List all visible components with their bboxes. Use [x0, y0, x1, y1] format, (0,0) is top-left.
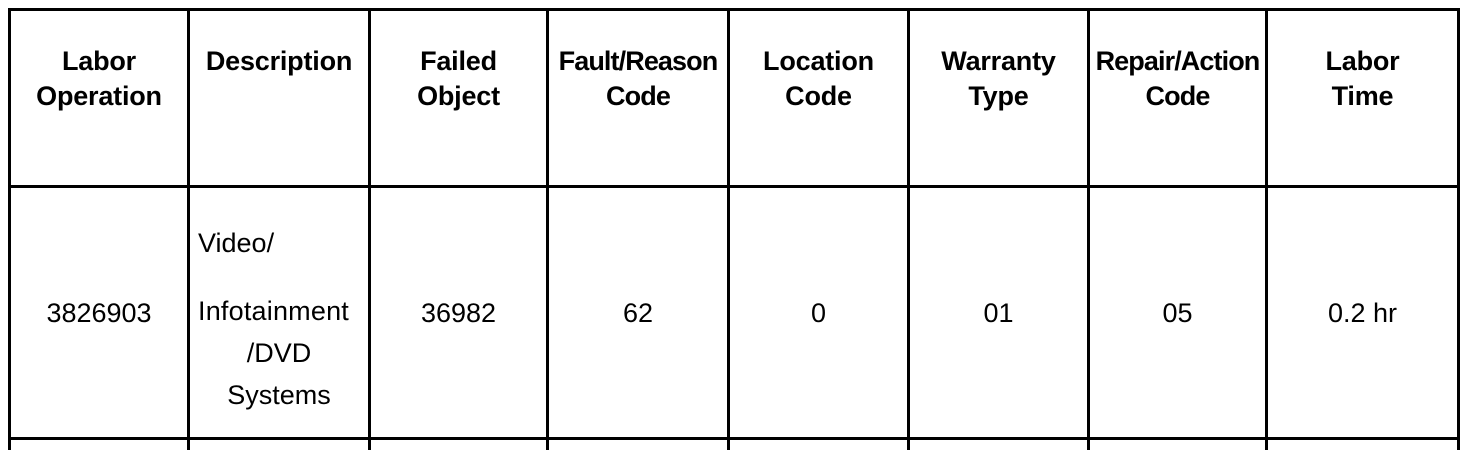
- cell-partial-1: [8, 437, 190, 450]
- column-header-labor-time: Labor Time: [1265, 8, 1460, 188]
- column-header-failed-object-label: Failed Object: [417, 46, 500, 111]
- column-header-warranty-type-label: Warranty Type: [941, 46, 1056, 111]
- cell-labor-time: 0.2 hr: [1265, 185, 1460, 440]
- cell-failed-object: 36982: [368, 185, 549, 440]
- column-header-failed-object: Failed Object: [368, 8, 549, 188]
- column-header-fault-reason-code-label: Fault/Reason Code: [558, 46, 719, 111]
- column-header-fault-reason-code: Fault/Reason Code: [546, 8, 730, 188]
- labor-operation-table: Labor Operation Description Failed Objec…: [8, 8, 1460, 450]
- cell-partial-3: [368, 437, 549, 450]
- cell-description-value: Video/ Infotainment /DVD Systems: [190, 188, 368, 437]
- table-body: 3826903 Video/ Infotainment /DVD Systems…: [8, 185, 1460, 450]
- cell-partial-6: [907, 437, 1090, 450]
- column-header-labor-operation-label: Labor Operation: [36, 46, 162, 111]
- cell-location-code: 0: [727, 185, 910, 440]
- table-row: 3826903 Video/ Infotainment /DVD Systems…: [8, 185, 1460, 440]
- cell-partial-7: [1087, 437, 1268, 450]
- column-header-labor-time-label: Labor Time: [1325, 46, 1400, 111]
- column-header-location-code-label: Location Code: [763, 46, 874, 111]
- column-header-description: Description: [187, 8, 371, 188]
- table-header-row: Labor Operation Description Failed Objec…: [8, 8, 1460, 188]
- cell-partial-4: [546, 437, 730, 450]
- cell-location-code-value: 0: [810, 297, 827, 328]
- column-header-location-code: Location Code: [727, 8, 910, 188]
- column-header-description-label: Description: [205, 46, 353, 76]
- description-line-4: Systems: [227, 380, 331, 410]
- column-header-repair-action-code: Repair/Action Code: [1087, 8, 1268, 188]
- column-header-warranty-type: Warranty Type: [907, 8, 1090, 188]
- labor-operation-table-wrapper: Labor Operation Description Failed Objec…: [8, 8, 1460, 450]
- cell-fault-reason-code-value: 62: [622, 297, 654, 328]
- cell-fault-reason-code: 62: [546, 185, 730, 440]
- cell-warranty-type-value: 01: [983, 297, 1014, 328]
- description-line-2: Infotainment: [198, 296, 349, 326]
- cell-partial-2: [187, 437, 371, 450]
- cell-partial-5: [727, 437, 910, 450]
- column-header-labor-operation: Labor Operation: [8, 8, 190, 188]
- cell-warranty-type: 01: [907, 185, 1090, 440]
- column-header-repair-action-code-label: Repair/Action Code: [1095, 46, 1261, 111]
- description-line-3: /DVD: [246, 338, 312, 368]
- cell-labor-operation: 3826903: [8, 185, 190, 440]
- table-header: Labor Operation Description Failed Objec…: [8, 8, 1460, 188]
- cell-description: Video/ Infotainment /DVD Systems: [187, 185, 371, 440]
- cell-repair-action-code: 05: [1087, 185, 1268, 440]
- cell-labor-time-value: 0.2 hr: [1327, 297, 1398, 328]
- cell-partial-8: [1265, 437, 1460, 450]
- cell-failed-object-value: 36982: [420, 297, 497, 328]
- table-row-partial-cutoff: [8, 437, 1460, 450]
- cell-labor-operation-value: 3826903: [46, 297, 152, 328]
- cell-repair-action-code-value: 05: [1162, 297, 1193, 328]
- description-line-1: Video/: [198, 228, 275, 258]
